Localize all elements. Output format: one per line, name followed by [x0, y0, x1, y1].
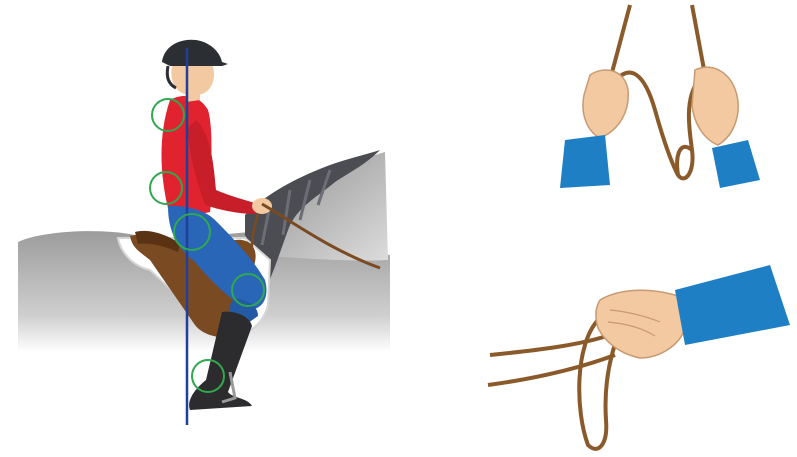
sleeve-bottom	[675, 265, 790, 345]
sleeve-left	[560, 135, 610, 188]
rein-lower	[488, 355, 615, 385]
rider-svg	[0, 0, 420, 457]
sleeve-right	[712, 140, 760, 188]
hands-holding-reins-top	[480, 0, 797, 210]
hands-top-svg	[480, 0, 797, 210]
hands-bottom-svg	[480, 250, 797, 457]
rider-helmet	[162, 40, 228, 66]
hand-holding-reins-bottom	[480, 250, 797, 457]
rider-illustration	[0, 0, 420, 457]
rein-left	[610, 5, 630, 80]
rider-hand	[252, 198, 272, 214]
hand-left	[583, 70, 628, 138]
hand-right	[692, 67, 738, 145]
rein-right	[692, 5, 705, 75]
rein-upper	[490, 335, 610, 355]
hand-bottom	[596, 290, 686, 358]
